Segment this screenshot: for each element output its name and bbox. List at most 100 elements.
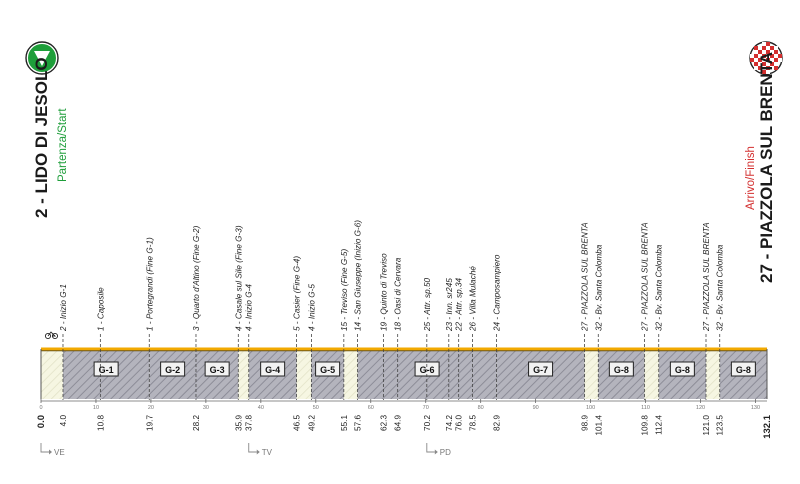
segment-label: G-8 xyxy=(675,365,690,375)
segment-label: G-8 xyxy=(614,365,629,375)
waypoint-label: 32 - Bv. Santa Colomba xyxy=(655,244,664,331)
distance-label: 98.9 xyxy=(581,415,590,431)
distance-label: 37.8 xyxy=(245,415,254,431)
distance-label: 101.4 xyxy=(594,415,603,436)
axis-tick-label: 80 xyxy=(478,405,484,411)
finish-marker xyxy=(749,41,783,75)
axis-tick-label: 30 xyxy=(203,405,209,411)
distance-label: 62.3 xyxy=(379,415,388,431)
distance-label: 57.6 xyxy=(354,415,363,431)
distance-label: 46.5 xyxy=(293,415,302,431)
arrow-right-icon xyxy=(40,443,49,453)
axis-tick-label: 100 xyxy=(586,405,595,411)
checkered-flag-icon xyxy=(750,42,782,74)
segment-box xyxy=(608,361,634,377)
distance-label: 132.1 xyxy=(762,414,773,438)
start-marker xyxy=(25,41,59,75)
distance-label: 70.2 xyxy=(423,415,432,431)
segment-box xyxy=(160,361,186,377)
segment-box xyxy=(204,361,230,377)
waypoint-label: 24 - Camposampiero xyxy=(493,254,502,332)
waypoint-label: 19 - Quinto di Treviso xyxy=(379,253,388,331)
distance-label: 112.4 xyxy=(655,415,664,435)
segment-box xyxy=(260,361,286,377)
province-marker: TV xyxy=(248,443,273,457)
distance-label: 123.5 xyxy=(716,415,725,436)
segment-label: G-2 xyxy=(165,365,180,375)
distance-label: 76.0 xyxy=(455,415,464,431)
waypoint-label: 2 - Inizio G-1 xyxy=(59,284,68,332)
distance-label: 121.0 xyxy=(702,415,711,436)
waypoint-label: 22 - Attr. sp.34 xyxy=(455,277,464,332)
bicycle-icon xyxy=(44,331,59,340)
axis-tick-label: 60 xyxy=(368,405,374,411)
segment-box xyxy=(315,361,341,377)
axis-tick-label: 120 xyxy=(696,405,705,411)
waypoint-label: 27 - PIAZZOLA SUL BRENTA xyxy=(702,222,711,332)
axis-tick-label: 90 xyxy=(533,405,539,411)
segment-box xyxy=(730,361,756,377)
start-title: 2 - LIDO DI JESOLO xyxy=(32,57,51,218)
distance-label: 109.8 xyxy=(640,415,649,436)
province-marker: PD xyxy=(426,443,451,457)
distance-label: 55.1 xyxy=(340,415,349,431)
km-axis: 0 10 20 30 40 50 60 70 80 90 100 110 120 130 xyxy=(39,399,767,411)
axis-tick-label: 0 xyxy=(39,405,42,411)
segment-label: G-3 xyxy=(210,365,225,375)
axis-tick-label: 110 xyxy=(641,405,650,411)
segment-label: G-4 xyxy=(265,365,280,375)
axis-tick-label: 50 xyxy=(313,405,319,411)
waypoint-label: 23 - Inn. sr245 xyxy=(445,278,454,332)
axis-tick-label: 70 xyxy=(423,405,429,411)
waypoint-label: 27 - PIAZZOLA SUL BRENTA xyxy=(640,222,649,332)
axis-tick-label: 40 xyxy=(258,405,264,411)
waypoint-label: 1 - Portegrandi (Fine G-1) xyxy=(145,237,154,331)
waypoint-labels: 2 - Inizio G-1 1 - Caposile 1 - Portegrand… xyxy=(44,220,725,400)
arrow-right-icon xyxy=(426,443,435,453)
waypoint-label: 15 - Treviso (Fine G-5) xyxy=(340,249,349,331)
distance-label: 0.0 xyxy=(36,415,47,428)
distance-label: 4.0 xyxy=(59,415,68,427)
segment-label: G-5 xyxy=(320,365,335,375)
province-markers: VE TV PD xyxy=(40,443,451,457)
axis-tick-label: 20 xyxy=(148,405,154,411)
distance-label: 82.9 xyxy=(493,415,502,431)
distance-label: 74.2 xyxy=(445,415,454,431)
finish-subtitle: Arrivo/Finish xyxy=(745,146,757,210)
distance-label: 78.5 xyxy=(468,415,477,431)
waypoint-label: 25 - Attr. sp.50 xyxy=(423,277,432,332)
waypoint-label: 32 - Bv. Santa Colomba xyxy=(594,244,603,331)
arrow-right-icon xyxy=(248,443,257,453)
province-marker: VE xyxy=(40,443,65,457)
start-subtitle: Partenza/Start xyxy=(57,108,69,182)
segment-box xyxy=(528,361,554,377)
axis-tick-label: 130 xyxy=(751,405,760,411)
waypoint-label: 4 - Inizio G-4 xyxy=(245,284,254,331)
segment-box xyxy=(669,361,695,377)
province-label: VE xyxy=(54,448,65,457)
province-label: PD xyxy=(440,448,451,457)
distance-label: 35.9 xyxy=(234,415,243,431)
waypoint-label: 4 - Inizio G-5 xyxy=(307,284,316,331)
waypoint-label: 3 - Quarto d'Altino (Fine G-2) xyxy=(192,225,201,331)
distance-label: 28.2 xyxy=(192,415,201,431)
waypoint-label: 4 - Casale sul Sile (Fine G-3) xyxy=(234,225,243,331)
distance-label: 10.8 xyxy=(96,415,105,431)
distance-label: 49.2 xyxy=(307,415,316,431)
segment-label: G-8 xyxy=(736,365,751,375)
finish-title: 27 - PIAZZOLA SUL BRENTA xyxy=(757,52,776,283)
waypoint-label: 18 - Oasi di Cervara xyxy=(394,257,403,331)
waypoint-label: 27 - PIAZZOLA SUL BRENTA xyxy=(581,222,590,332)
segment-label: G-1 xyxy=(99,365,114,375)
profile-area xyxy=(40,347,768,399)
waypoint-label: 1 - Caposile xyxy=(96,287,105,331)
distance-label: 19.7 xyxy=(145,415,154,431)
waypoint-label: 5 - Casier (Fine G-4) xyxy=(293,256,302,331)
waypoint-label: 26 - Villa Mulaché xyxy=(468,266,477,332)
province-label: TV xyxy=(262,448,273,457)
waypoint-label: 14 - San Giuseppe (Inizio G-6) xyxy=(354,220,363,331)
axis-tick-label: 10 xyxy=(93,405,99,411)
segment-label: G-7 xyxy=(533,365,548,375)
